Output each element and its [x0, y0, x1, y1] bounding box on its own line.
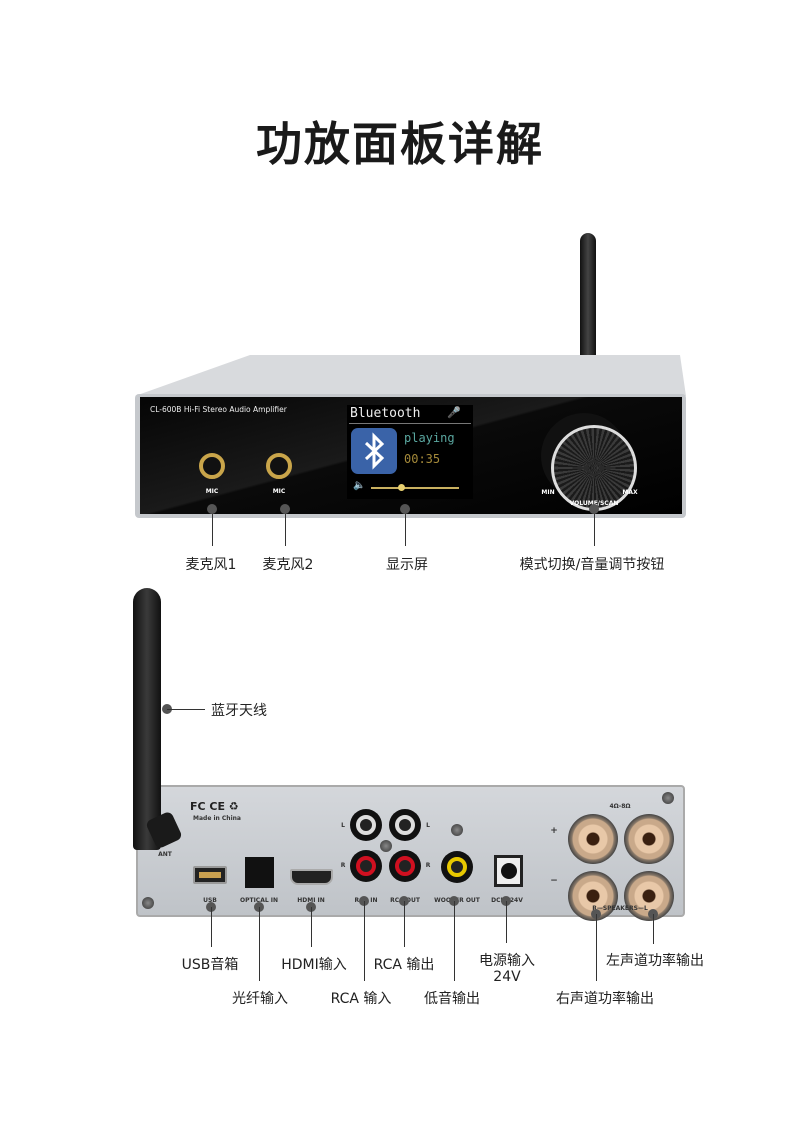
rca-out-left[interactable]	[389, 809, 421, 841]
usb-label: USB	[203, 897, 217, 904]
callout-rca-out: RCA 输出	[373, 957, 435, 973]
left-mark: L	[341, 822, 345, 829]
callout-dot	[589, 504, 599, 514]
right-mark: R	[425, 862, 431, 869]
callout-left-channel: 左声道功率输出	[606, 953, 704, 969]
mic2-label: MIC	[272, 488, 286, 495]
callout-antenna: 蓝牙天线	[211, 703, 267, 719]
callout-woofer: 低音输出	[424, 991, 480, 1007]
right-mark: R	[340, 862, 346, 869]
callout-optical: 光纤输入	[232, 991, 288, 1007]
optical-label: OPTICAL IN	[239, 897, 279, 904]
ant-label: ANT	[158, 851, 172, 858]
play-time: 00:35	[404, 452, 441, 466]
mic2-jack[interactable]	[266, 453, 292, 479]
hdmi-port[interactable]	[290, 869, 333, 885]
bluetooth-icon	[351, 428, 397, 474]
screw	[451, 824, 463, 836]
screw	[142, 897, 154, 909]
right-plus-terminal[interactable]	[568, 814, 618, 864]
callout-dot	[280, 504, 290, 514]
callout-usb: USB音箱	[181, 957, 239, 973]
model-text: CL-600B Hi-Fi Stereo Audio Amplifier	[150, 405, 287, 414]
speaker-icon: 🔈	[353, 480, 366, 491]
mic1-jack[interactable]	[199, 453, 225, 479]
callout-display: 显示屏	[386, 557, 428, 573]
page-title: 功放面板详解	[256, 117, 544, 171]
impedance-label: 4Ω-8Ω	[609, 803, 631, 810]
playing-status: playing	[404, 431, 455, 445]
volume-mode-knob[interactable]	[551, 425, 637, 511]
microphone-icon: 🎤	[447, 406, 461, 419]
callout-dot	[207, 504, 217, 514]
usb-port[interactable]	[193, 866, 227, 884]
callout-power-2: 24V	[493, 969, 521, 985]
callout-rca-in: RCA 输入	[330, 991, 392, 1007]
callout-knob: 模式切换/音量调节按钮	[519, 557, 665, 573]
mic1-label: MIC	[205, 488, 219, 495]
minus-mark: −	[550, 876, 558, 886]
callout-power-1: 电源输入	[479, 953, 535, 969]
left-plus-terminal[interactable]	[624, 814, 674, 864]
speakers-label: R—SPEAKERS—L	[592, 905, 648, 912]
callout-hdmi: HDMI输入	[281, 957, 347, 973]
cert-marks: FC CE ♻	[190, 800, 239, 813]
callout-mic1: 麦克风1	[185, 557, 237, 573]
optical-port[interactable]	[245, 857, 274, 888]
volume-thumb	[398, 484, 405, 491]
rca-in-left[interactable]	[350, 809, 382, 841]
left-mark: L	[426, 822, 430, 829]
display-screen: Bluetooth 🎤 playing 00:35 🔈	[347, 405, 473, 499]
knob-max: MAX	[622, 489, 638, 496]
made-in-china: Made in China	[193, 815, 241, 822]
dc-power-jack[interactable]	[494, 855, 523, 887]
plus-mark: +	[550, 826, 558, 836]
screen-header: Bluetooth	[350, 406, 421, 421]
callout-right-channel: 右声道功率输出	[556, 991, 654, 1007]
screw	[380, 840, 392, 852]
knob-label: VOLUME/SCAN	[570, 500, 619, 507]
rca-out-right[interactable]	[389, 850, 421, 882]
knob-min: MIN	[541, 489, 555, 496]
hdmi-label: HDMI IN	[297, 897, 325, 904]
bluetooth-antenna[interactable]	[133, 588, 161, 850]
screw	[662, 792, 674, 804]
volume-bar	[371, 487, 459, 489]
callout-mic2: 麦克风2	[262, 557, 314, 573]
front-antenna	[580, 233, 596, 361]
rca-in-right[interactable]	[350, 850, 382, 882]
callout-dot	[400, 504, 410, 514]
woofer-out[interactable]	[441, 851, 473, 883]
